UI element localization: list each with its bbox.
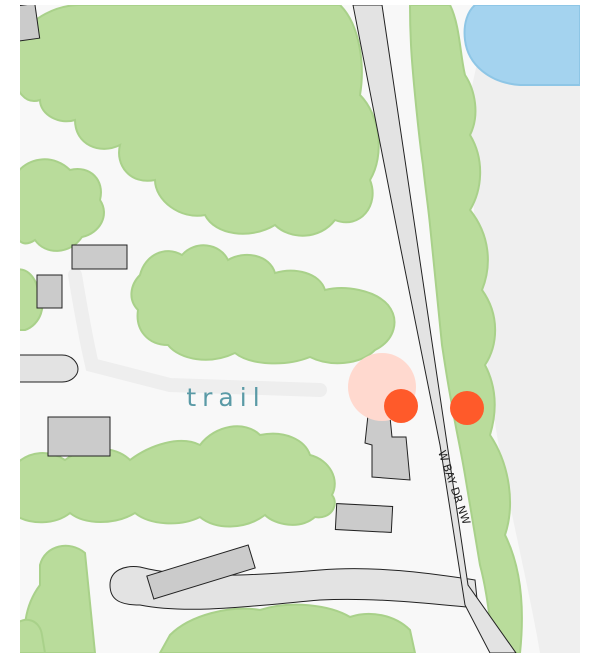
map-canvas[interactable]: trail W BAY DR NW xyxy=(20,5,580,653)
minor-road-west xyxy=(20,354,79,383)
map-svg: trail W BAY DR NW xyxy=(20,5,580,653)
location-dot-icon[interactable] xyxy=(450,391,484,425)
footpath xyxy=(68,268,327,397)
water-body xyxy=(463,5,580,86)
location-dot-icon[interactable] xyxy=(384,389,418,423)
buildings xyxy=(20,5,411,600)
main-road-w-bay-dr-nw xyxy=(352,5,517,653)
shore-zone xyxy=(470,5,580,653)
trail-label: trail xyxy=(186,383,265,412)
woods-area xyxy=(20,5,417,653)
